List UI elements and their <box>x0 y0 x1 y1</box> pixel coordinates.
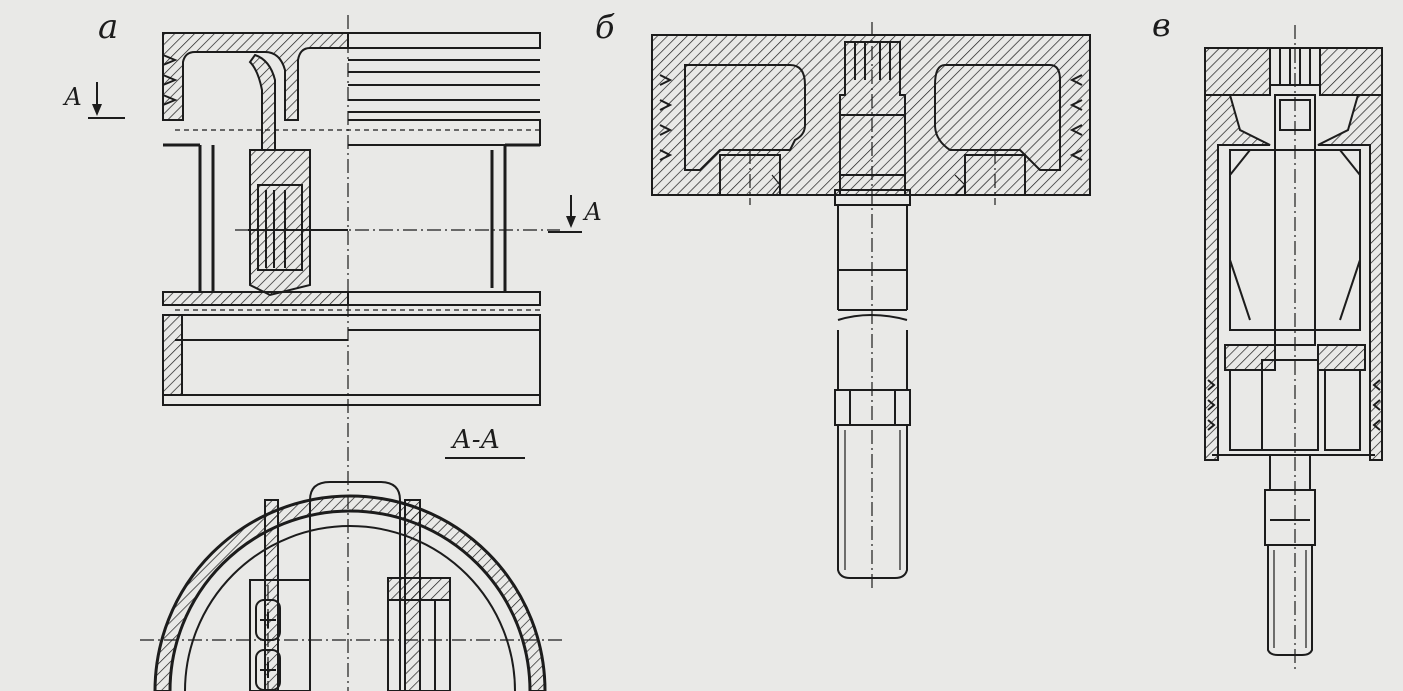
label-section-mark-left: А <box>62 83 82 111</box>
section-a-a-view <box>140 481 565 691</box>
label-view-v: в <box>1152 6 1171 44</box>
label-section-mark-right: А <box>582 198 602 226</box>
label-view-b: б <box>595 8 615 46</box>
fixture-view-b <box>651 22 1091 590</box>
fixture-view-v <box>1204 25 1383 672</box>
label-section-title: А-А <box>450 425 500 455</box>
label-view-a: а <box>98 7 118 47</box>
piston-section-view-a <box>88 15 582 691</box>
